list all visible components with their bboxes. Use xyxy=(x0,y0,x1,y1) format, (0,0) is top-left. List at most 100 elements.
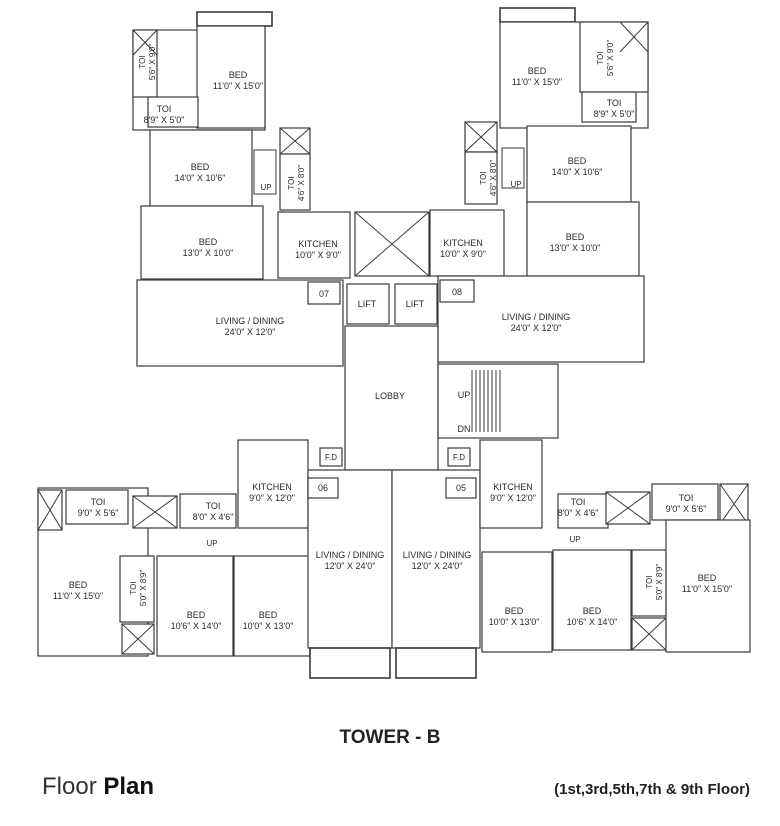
core-labels: LIFT LIFT LOBBY UP DN F.D F.D 07 08 06 0… xyxy=(206,180,580,548)
room-dimensions: 4'6" X 8'0" xyxy=(297,165,306,201)
room-dimensions: 14'0" X 10'6" xyxy=(552,167,603,177)
wing-bottom-right xyxy=(391,439,751,679)
unit-number-08: 08 xyxy=(452,287,462,297)
stair-dn-label: DN xyxy=(458,424,471,434)
room-dimensions: 8'9" X 5'0" xyxy=(594,109,635,119)
room-name: BED xyxy=(187,610,206,620)
room-dimensions: 5'6" X 9'0" xyxy=(148,44,157,80)
floor-plan-caption: Floor Plan xyxy=(42,773,154,801)
room-dimensions: 10'0" X 13'0" xyxy=(489,617,540,627)
room-name: BED xyxy=(229,70,248,80)
room-name: KITCHEN xyxy=(443,238,483,248)
room-name: KITCHEN xyxy=(298,239,338,249)
room-name: TOI xyxy=(138,55,147,68)
room-name: LIVING / DINING xyxy=(316,550,385,560)
room-dimensions: 8'9" X 5'0" xyxy=(144,115,185,125)
room-name: TOI xyxy=(607,98,622,108)
room-dimensions: 24'0" X 12'0" xyxy=(511,323,562,333)
room-dimensions: 11'0" X 15'0" xyxy=(53,591,103,601)
room-name: TOI xyxy=(679,493,694,503)
room-dimensions: 9'0" X 12'0" xyxy=(490,493,536,503)
room-dimensions: 10'6" X 14'0" xyxy=(171,621,222,631)
room-name: TOI xyxy=(129,581,138,594)
caption-bold: Plan xyxy=(103,773,155,800)
room-name: KITCHEN xyxy=(252,482,292,492)
room-name: BED xyxy=(191,162,210,172)
room-label-tl-toi-a: TOI5'6" X 9'0" xyxy=(138,44,157,80)
room-name: LIVING / DINING xyxy=(502,312,571,322)
fire-door-right-label: F.D xyxy=(453,453,465,462)
room-name: LIVING / DINING xyxy=(216,316,285,326)
room-label-br-toi-c: TOI5'0" X 8'9" xyxy=(645,564,664,600)
room-name: BED xyxy=(259,610,278,620)
room-name: LIVING / DINING xyxy=(403,550,472,560)
room-dimensions: 5'6" X 9'0" xyxy=(606,40,615,76)
room-dimensions: 14'0" X 10'6" xyxy=(175,173,226,183)
room-name: BED xyxy=(568,156,587,166)
room-dimensions: 4'6" X 8'0" xyxy=(489,160,498,196)
up-marker-bottom-right: UP xyxy=(569,535,580,544)
room-name: TOI xyxy=(479,171,488,184)
room-dimensions: 10'0" X 13'0" xyxy=(243,621,294,631)
room-label-tr-toi-c: TOI4'6" X 8'0" xyxy=(479,160,498,196)
room-name: TOI xyxy=(287,176,296,189)
room-dimensions: 10'6" X 14'0" xyxy=(567,617,618,627)
room-name: BED xyxy=(505,606,524,616)
up-marker-top-right: UP xyxy=(510,180,521,189)
room-name: KITCHEN xyxy=(493,482,533,492)
wing-top-left xyxy=(132,11,351,367)
wing-bottom-left xyxy=(37,439,393,679)
room-name: BED xyxy=(69,580,88,590)
wing-top-right xyxy=(429,7,649,363)
room-label-tr-toi-a: TOI5'6" X 9'0" xyxy=(596,40,615,76)
room-name: BED xyxy=(698,573,717,583)
room-dimensions: 13'0" X 10'0" xyxy=(550,243,601,253)
up-marker-bottom-left: UP xyxy=(206,539,217,548)
up-marker-top-left: UP xyxy=(260,183,271,192)
room-dimensions: 5'0" X 8'9" xyxy=(655,564,664,600)
room-dimensions: 11'0" X 15'0" xyxy=(512,77,562,87)
room-name: TOI xyxy=(91,497,106,507)
room-dimensions: 8'0" X 4'6" xyxy=(193,512,234,522)
unit-number-07: 07 xyxy=(319,289,329,299)
room-dimensions: 11'0" X 15'0" xyxy=(682,584,732,594)
room-name: TOI xyxy=(596,51,605,64)
room-dimensions: 10'0" X 9'0" xyxy=(440,249,486,259)
room-dimensions: 12'0" X 24'0" xyxy=(412,561,463,571)
room-name: TOI xyxy=(571,497,586,507)
room-name: TOI xyxy=(157,104,172,114)
room-dimensions: 13'0" X 10'0" xyxy=(183,248,234,258)
room-name: BED xyxy=(583,606,602,616)
room-dimensions: 9'0" X 12'0" xyxy=(249,493,295,503)
unit-number-05: 05 xyxy=(456,483,466,493)
room-dimensions: 24'0" X 12'0" xyxy=(225,327,276,337)
room-name: TOI xyxy=(645,575,654,588)
room-dimensions: 5'0" X 8'9" xyxy=(139,570,148,606)
room-name: TOI xyxy=(206,501,221,511)
core xyxy=(319,211,559,471)
stair-up-label: UP xyxy=(458,390,471,400)
lift-left-label: LIFT xyxy=(358,299,377,309)
room-dimensions: 8'0" X 4'6" xyxy=(558,508,599,518)
room-dimensions: 12'0" X 24'0" xyxy=(325,561,376,571)
